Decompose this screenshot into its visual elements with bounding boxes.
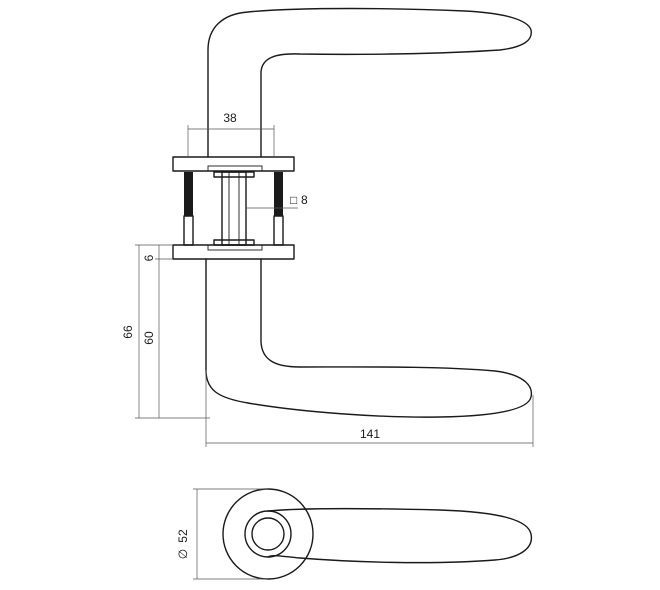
dim-38-label: 38 — [223, 111, 237, 125]
spindle-cap-bottom — [213, 239, 255, 246]
right-bolt-sleeve — [273, 215, 284, 246]
rose-inner-circle — [251, 517, 285, 551]
left-bolt-sleeve — [183, 215, 194, 246]
dim-8-symbol: □ — [290, 193, 297, 207]
rose-outer-circle — [222, 488, 314, 580]
dim-141-label: 141 — [360, 427, 380, 441]
right-bolt-thread — [274, 172, 283, 216]
spindle-body — [221, 171, 247, 246]
left-bolt-thread — [184, 172, 193, 216]
upper-rose-plate — [172, 156, 295, 172]
upper-lever-outline — [207, 7, 532, 158]
dim-6-label: 6 — [142, 254, 156, 261]
bottom-lever-outline — [267, 507, 533, 564]
lower-rose-inner — [207, 244, 263, 251]
lower-rose-plate — [172, 244, 295, 260]
dim-66-label: 66 — [121, 325, 135, 339]
spindle-cap-top — [213, 171, 255, 178]
dim-52-symbol: ∅ — [176, 549, 190, 559]
lower-lever-outline — [205, 258, 533, 418]
dim-60-label: 60 — [142, 331, 156, 345]
dim-8-label: 8 — [301, 193, 308, 207]
upper-rose-inner — [207, 165, 263, 172]
dim-52-label: 52 — [176, 529, 190, 543]
